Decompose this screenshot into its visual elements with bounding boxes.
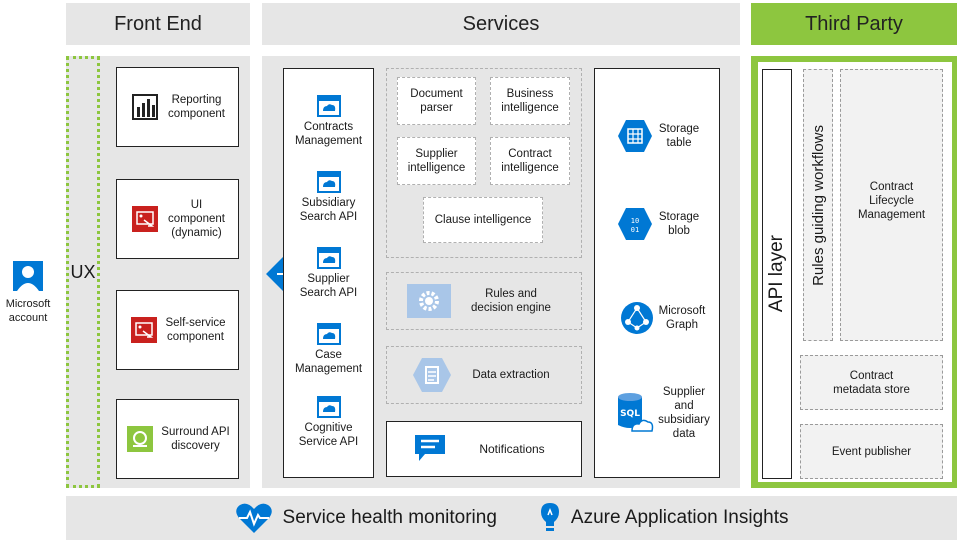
- api-layer: API layer: [762, 69, 792, 479]
- event-publisher-label: Event publisher: [831, 445, 912, 458]
- contract-metadata-store: Contract metadata store: [800, 355, 943, 410]
- contract-intelligence: Contract intelligence: [490, 137, 570, 185]
- case-management-api: Case Management: [283, 322, 374, 376]
- supplier-subsidiary-data: SQL Supplier and subsidiary data: [604, 380, 720, 446]
- data-extraction: Data extraction: [386, 346, 582, 404]
- rules-engine-label: Rules and decision engine: [471, 288, 551, 314]
- ui-component-label: UI component (dynamic): [168, 199, 225, 239]
- storage-blob: 10 01 Storage blob: [600, 200, 716, 248]
- api-cloud-icon: [316, 246, 341, 269]
- notifications: Notifications: [386, 421, 582, 477]
- services-title: Services: [462, 12, 540, 35]
- svg-text:SQL: SQL: [620, 409, 640, 419]
- third-party-title: Third Party: [805, 12, 903, 35]
- business-intelligence-label: Business intelligence: [501, 88, 559, 114]
- reporting-label: Reporting component: [168, 94, 225, 120]
- intelligence-group: [386, 68, 582, 258]
- data-extraction-icon: [413, 358, 451, 392]
- notification-hub-icon: [415, 435, 445, 461]
- heart-health-icon: [235, 503, 272, 533]
- storage-blob-icon: 10 01: [617, 208, 652, 240]
- supplier-search-api: Supplier Search API: [283, 246, 374, 300]
- cognitive-service-api: Cognitive Service API: [283, 395, 374, 449]
- svg-text:10: 10: [631, 217, 639, 225]
- contract-lifecycle-management: Contract Lifecycle Management: [840, 69, 943, 341]
- self-service-component: Self-service component: [116, 290, 239, 370]
- self-service-label: Self-service component: [165, 317, 226, 343]
- ux-layer: UX: [66, 56, 100, 488]
- ux-label: UX: [70, 261, 96, 282]
- subsidiary-search-api: Subsidiary Search API: [283, 170, 374, 224]
- sql-database-icon: SQL: [618, 393, 654, 432]
- storage-list: [594, 68, 720, 478]
- api-cloud-icon: [316, 94, 341, 117]
- microsoft-account: Microsoft account: [0, 252, 56, 332]
- microsoft-graph: Microsoft Graph: [604, 294, 720, 342]
- event-publisher: Event publisher: [800, 424, 943, 479]
- storage-table-label: Storage table: [658, 123, 700, 149]
- api-layer-label: API layer: [766, 235, 787, 313]
- clause-intelligence-label: Clause intelligence: [434, 214, 532, 226]
- supplier-intelligence-label: Supplier intelligence: [407, 148, 466, 174]
- storage-table-icon: [617, 120, 652, 152]
- surround-api-discovery: Surround API discovery: [116, 399, 239, 479]
- insights-label: Azure Application Insights: [570, 507, 789, 528]
- rules-decision-engine: Rules and decision engine: [386, 272, 582, 330]
- storage-blob-label: Storage blob: [658, 211, 700, 237]
- lightbulb-icon: [540, 503, 559, 531]
- metadata-store-label: Contract metadata store: [833, 369, 910, 396]
- api-cloud-icon: [316, 170, 341, 193]
- self-service-icon: [131, 317, 158, 343]
- microsoft-account-label: Microsoft account: [5, 298, 51, 324]
- contracts-management-api: Contracts Management: [283, 94, 374, 148]
- api-discovery-icon: [127, 426, 154, 452]
- svg-text:01: 01: [631, 226, 639, 234]
- contract-intelligence-label: Contract intelligence: [501, 148, 559, 174]
- rules-workflows-label: Rules guiding workflows: [809, 124, 827, 286]
- front-end-header: Front End: [66, 3, 250, 45]
- power-bi-icon: [132, 94, 159, 120]
- contracts-management-label: Contracts Management: [294, 120, 363, 147]
- storage-table: Storage table: [600, 112, 716, 160]
- document-parser: Document parser: [397, 77, 476, 125]
- front-end-title: Front End: [114, 12, 202, 35]
- services-header: Services: [262, 3, 740, 45]
- third-party-header: Third Party: [751, 3, 957, 45]
- ui-component-icon: [132, 206, 159, 232]
- ui-component: UI component (dynamic): [116, 179, 239, 259]
- supplier-intelligence: Supplier intelligence: [397, 137, 476, 185]
- microsoft-graph-icon: [620, 302, 653, 334]
- data-extraction-label: Data extraction: [472, 369, 550, 381]
- health-label: Service health monitoring: [282, 507, 497, 528]
- notifications-label: Notifications: [479, 442, 545, 456]
- supplier-search-label: Supplier Search API: [299, 272, 358, 299]
- case-management-label: Case Management: [294, 348, 363, 375]
- cognitive-service-label: Cognitive Service API: [298, 421, 359, 448]
- surround-api-label: Surround API discovery: [161, 426, 230, 452]
- reporting-component: Reporting component: [116, 67, 239, 147]
- supplier-subsidiary-label: Supplier and subsidiary data: [658, 386, 710, 440]
- microsoft-graph-label: Microsoft Graph: [658, 305, 706, 331]
- api-cloud-icon: [316, 395, 341, 418]
- rules-guiding-workflows: Rules guiding workflows: [803, 69, 833, 341]
- monitoring-bar: Service health monitoring Azure Applicat…: [66, 496, 957, 540]
- subsidiary-search-label: Subsidiary Search API: [299, 196, 358, 223]
- clm-label: Contract Lifecycle Management: [857, 181, 926, 221]
- user-account-icon: [13, 261, 43, 291]
- business-intelligence: Business intelligence: [490, 77, 570, 125]
- gear-icon: [407, 284, 451, 318]
- clause-intelligence: Clause intelligence: [423, 197, 543, 243]
- api-cloud-icon: [316, 322, 341, 345]
- document-parser-label: Document parser: [410, 88, 463, 114]
